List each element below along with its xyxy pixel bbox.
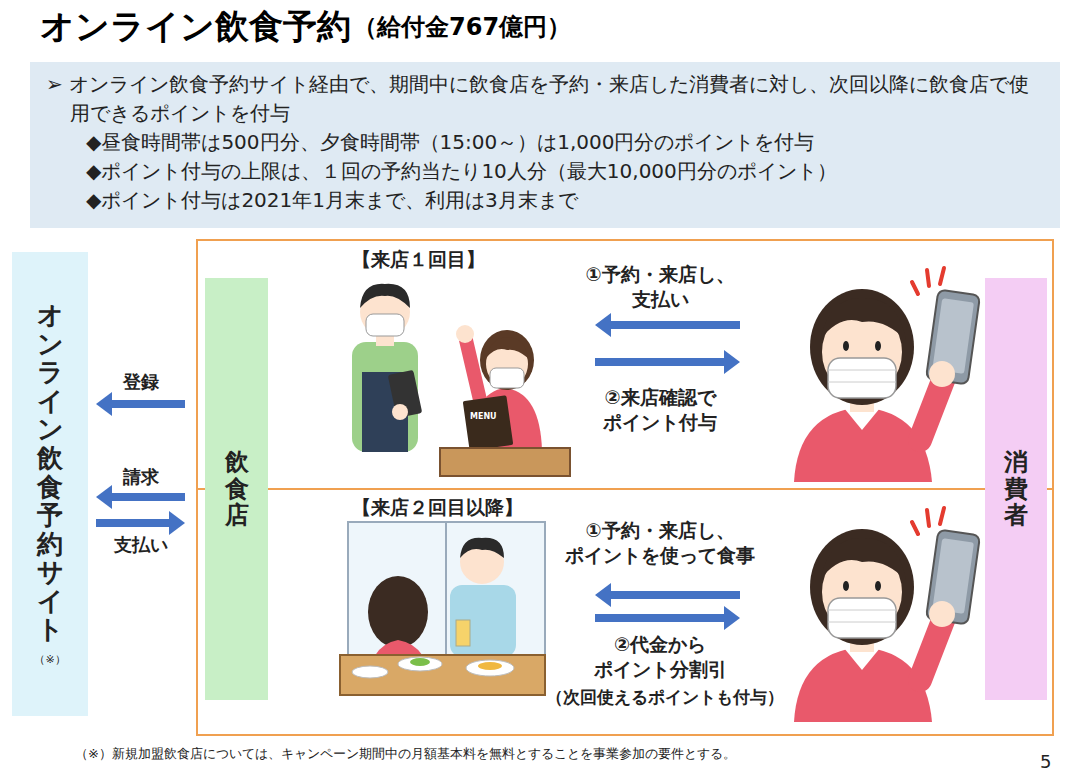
panel-heading: 【来店１回目】 <box>352 247 485 272</box>
consumer-figure <box>794 268 980 482</box>
menu-text: MENU <box>470 412 497 422</box>
title: オンライン飲食予約 <box>40 4 351 48</box>
panel-heading: 【来店２回目以降】 <box>352 495 523 520</box>
flow-arrow <box>96 392 185 416</box>
entity-box: 飲食店 <box>205 278 268 700</box>
vertical-label: オンライン飲食予約サイト <box>37 301 63 644</box>
guest-figure <box>456 325 542 451</box>
bullet-item: ◆昼食時間帯は500円分、夕食時間帯（15:00～）は1,000円分のポイントを… <box>86 128 1046 157</box>
bullet-item: ◆ポイント付与は2021年1月末まで、利用は3月末まで <box>86 186 1046 215</box>
step-label: ②来店確認で ポイント付与 <box>560 385 760 434</box>
edge-label: 請求 <box>123 465 159 488</box>
subtitle: （給付金767億円） <box>353 12 571 43</box>
waiter-figure <box>352 284 422 452</box>
dining-scene <box>340 522 545 695</box>
flow-arrow <box>96 511 185 535</box>
divider <box>197 488 1053 490</box>
step-label: ②代金から ポイント分割引 <box>580 632 740 681</box>
page-number: 5 <box>1040 750 1051 773</box>
step-label: ①予約・来店し、 ポイントを使って食事 <box>550 518 770 567</box>
step-label: （次回使えるポイントも付与） <box>546 686 784 708</box>
bullet-main: ➢ オンライン飲食予約サイト経由で、期間中に飲食店を予約・来店した消費者に対し、… <box>46 70 1046 128</box>
flow-arrow <box>595 313 740 630</box>
step-label: ①予約・来店し、 支払い <box>560 262 760 311</box>
table <box>440 448 570 476</box>
entity-box: オンライン飲食予約サイト （※） <box>12 252 88 716</box>
frame <box>197 240 1053 735</box>
edge-label: 支払い <box>114 533 168 556</box>
vertical-label: 消費者 <box>1004 449 1028 528</box>
note-mark: （※） <box>34 652 65 667</box>
flow-arrow <box>96 485 185 509</box>
consumer-figure <box>794 508 980 722</box>
summary-band: ➢ オンライン飲食予約サイト経由で、期間中に飲食店を予約・来店した消費者に対し、… <box>30 62 1060 228</box>
footnote: （※）新規加盟飲食店については、キャンペーン期間中の月額基本料を無料とすることを… <box>75 746 736 763</box>
edge-label: 登録 <box>123 370 159 393</box>
bullet-item: ◆ポイント付与の上限は、１回の予約当たり10人分（最大10,000円分のポイント… <box>86 157 1046 186</box>
vertical-label: 飲食店 <box>225 449 249 528</box>
entity-box: 消費者 <box>985 278 1047 700</box>
